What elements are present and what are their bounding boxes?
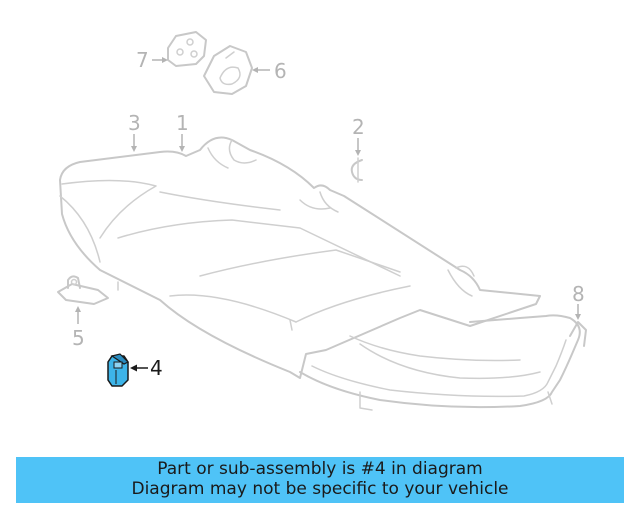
callout-2-label: 2 (352, 115, 365, 139)
part-8-wire-frame (299, 314, 587, 411)
callout-5-label: 5 (72, 326, 85, 350)
callout-1-label: 1 (176, 111, 189, 135)
info-banner: Part or sub-assembly is #4 in diagram Di… (16, 457, 624, 503)
banner-line-disclaimer: Diagram may not be specific to your vehi… (131, 479, 509, 499)
banner-line-part-number: Part or sub-assembly is #4 in diagram (157, 459, 483, 479)
part-5-bracket (57, 275, 109, 305)
seat-cushion-assembly (59, 136, 541, 379)
part-2-clip (350, 157, 363, 183)
part-4-clip-highlighted (107, 353, 130, 387)
callout-4-label: 4 (150, 356, 163, 380)
callout-8-label: 8 (572, 282, 585, 306)
part-7-bracket (167, 31, 207, 67)
callout-6-label: 6 (274, 59, 287, 83)
callout-7-label: 7 (136, 48, 149, 72)
parts-diagram: 7 6 3 1 2 8 5 4 (57, 31, 587, 411)
callout-3-label: 3 (128, 111, 141, 135)
part-6-hook-bracket (203, 45, 253, 95)
